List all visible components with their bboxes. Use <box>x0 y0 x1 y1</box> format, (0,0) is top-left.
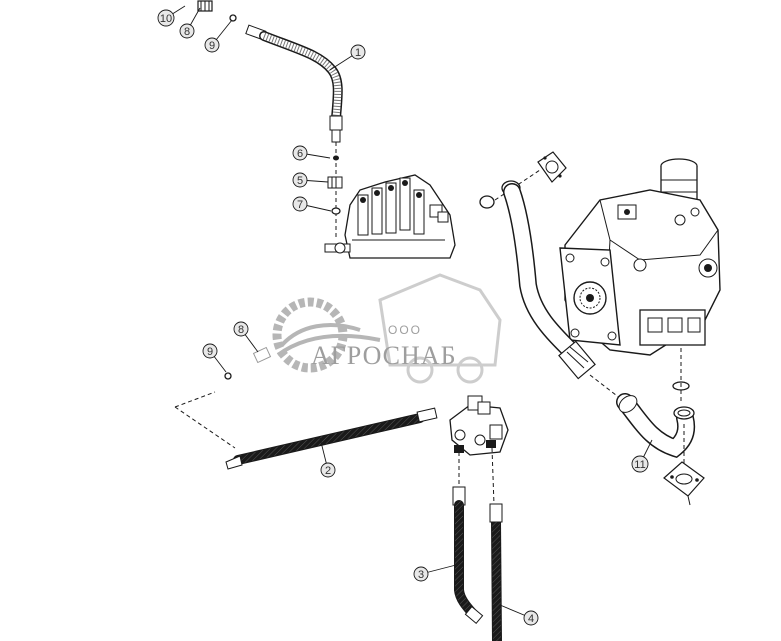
callout-number: 9 <box>207 346 213 358</box>
hose-2 <box>225 407 438 470</box>
callout-8: 8 <box>233 321 259 353</box>
callout-4: 4 <box>499 604 539 626</box>
callout-circle <box>157 9 175 27</box>
callout-number: 3 <box>418 569 424 581</box>
watermark-prefix: ООО <box>388 323 422 337</box>
callout-number: 9 <box>209 40 215 52</box>
callout-circle <box>350 44 366 60</box>
callout-number: 4 <box>528 613 534 625</box>
callout-2: 2 <box>319 437 336 478</box>
callout-circle <box>179 23 195 39</box>
callout-circle <box>413 566 429 582</box>
flange-plate-lower <box>663 461 705 497</box>
callout-number: 6 <box>297 148 303 160</box>
oring-6 <box>333 155 339 161</box>
callout-circle <box>320 462 336 478</box>
flange-plate-upper <box>537 151 567 183</box>
callout-1: 1 <box>329 44 366 71</box>
oring-9-top <box>229 14 237 22</box>
callout-5: 5 <box>292 172 329 188</box>
callout-circle <box>292 145 308 161</box>
callout-circle <box>292 172 308 188</box>
callout-circle <box>631 455 649 473</box>
hose-11 <box>501 180 696 459</box>
callout-number: 10 <box>160 13 172 25</box>
adapter-5 <box>327 176 343 189</box>
callout-circle <box>204 37 220 53</box>
callout-8: 8 <box>179 7 201 39</box>
manifold-valve <box>449 395 509 456</box>
callout-7: 7 <box>292 196 332 212</box>
callouts: 10 8 9 1 6 5 7 8 9 2 11 3 4 <box>157 5 653 626</box>
callout-9: 9 <box>204 19 233 53</box>
callout-6: 6 <box>292 145 331 161</box>
callout-number: 5 <box>297 175 303 187</box>
fitting-8-lower <box>252 346 272 364</box>
callout-10: 10 <box>157 5 186 27</box>
hydraulic-pump <box>559 158 721 356</box>
callout-3: 3 <box>413 564 457 582</box>
control-valve-block <box>324 174 456 259</box>
callout-11: 11 <box>631 439 653 473</box>
callout-number: 8 <box>184 26 190 38</box>
callout-circle <box>233 321 249 337</box>
callout-number: 1 <box>355 47 361 59</box>
callout-number: 7 <box>297 199 303 211</box>
fitting-10-top <box>197 0 213 12</box>
callout-number: 11 <box>634 459 645 471</box>
watermark-logo <box>272 273 502 384</box>
watermark-brand: АГРОСНАБ <box>311 341 457 370</box>
oring-9-lower <box>224 372 232 380</box>
callout-number: 8 <box>238 324 244 336</box>
callout-9: 9 <box>202 343 227 373</box>
callout-number: 2 <box>325 465 331 477</box>
hose-3 <box>452 486 484 625</box>
oring-7 <box>331 207 341 215</box>
callout-circle <box>523 610 539 626</box>
callout-circle <box>292 196 308 212</box>
hose-4 <box>489 503 503 641</box>
oring-upper <box>479 195 495 209</box>
callout-circle <box>202 343 218 359</box>
